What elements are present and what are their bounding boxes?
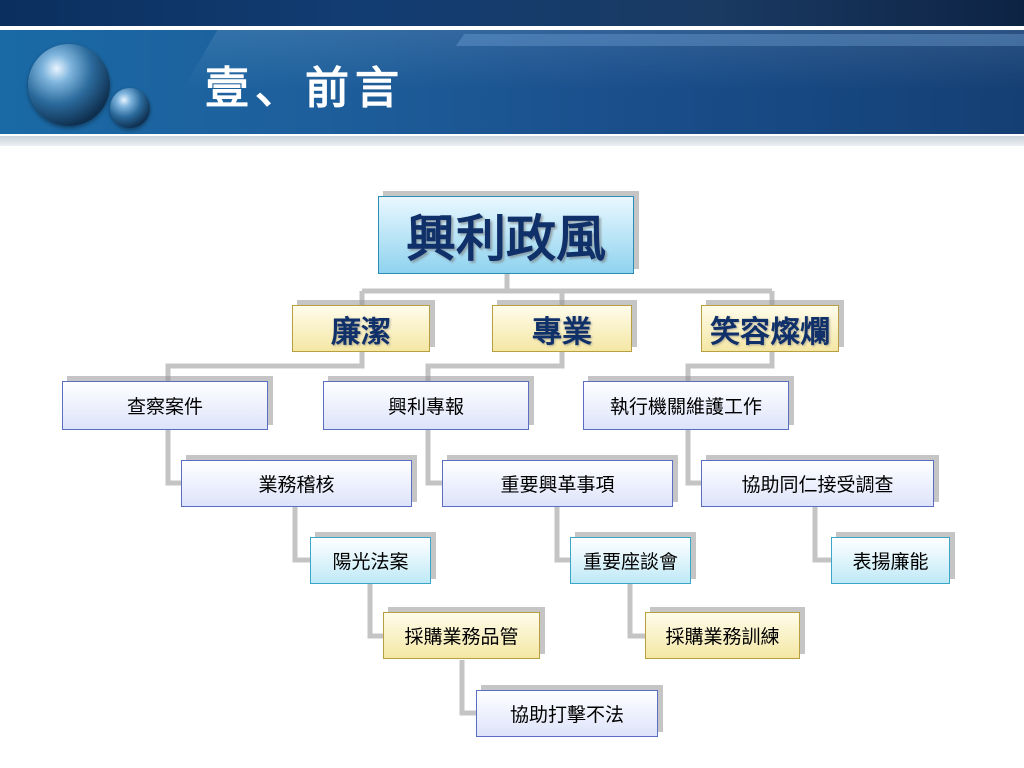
org-node-zhuanye: 專業 <box>492 305 632 352</box>
header-underline <box>0 136 1024 146</box>
connector-n1-n4 <box>165 430 181 486</box>
connector-n7-n10 <box>367 584 383 639</box>
connector-n10-n12 <box>459 660 476 716</box>
org-node-zhongyao-xingge: 重要興革事項 <box>442 460 673 507</box>
connector-root-level1 <box>359 274 775 305</box>
org-node-lianjie: 廉潔 <box>292 305 430 352</box>
page-title: 壹、前言 <box>205 63 405 114</box>
org-node-xiezhu-tongren: 協助同仁接受調查 <box>701 460 934 507</box>
connector-n3-n6 <box>685 430 701 486</box>
header-top-bar <box>0 0 1024 26</box>
globe-large-icon <box>28 44 110 126</box>
org-node-root: 興利政風 <box>378 196 634 274</box>
org-node-yewu-jihe: 業務稽核 <box>181 460 412 507</box>
org-node-caigou-xunlian: 採購業務訓練 <box>645 612 800 659</box>
org-node-caigou-pinguan: 採購業務品管 <box>383 612 540 659</box>
connector-n2-n5 <box>425 430 442 486</box>
connector-n6-n9 <box>812 507 831 563</box>
header-band <box>0 30 1024 134</box>
org-node-zhixing: 執行機關維護工作 <box>583 381 789 430</box>
connector-zhuanye-n2 <box>425 352 565 381</box>
org-node-daji-bufa: 協助打擊不法 <box>476 690 658 737</box>
connector-xiaorong-n3 <box>685 352 775 381</box>
connector-lianjie-n1 <box>165 352 365 381</box>
connector-n8-n11 <box>627 584 645 639</box>
org-node-xingli-zhuanbao: 興利專報 <box>323 381 529 430</box>
org-node-xiaorong: 笑容燦爛 <box>701 305 839 352</box>
connector-n5-n8 <box>554 507 570 563</box>
slide-header: 壹、前言 <box>0 0 1024 150</box>
org-node-chacha: 查察案件 <box>62 381 268 430</box>
globe-small-icon <box>110 88 150 128</box>
org-node-yangguang: 陽光法案 <box>310 537 431 584</box>
org-node-biaoyang: 表揚廉能 <box>831 537 950 584</box>
org-node-zuotanhui: 重要座談會 <box>570 537 691 584</box>
connector-n4-n7 <box>292 507 310 563</box>
